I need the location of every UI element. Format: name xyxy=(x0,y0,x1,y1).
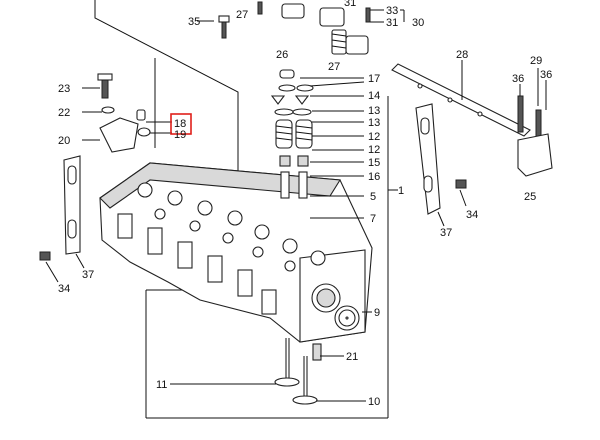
label-l35[interactable]: 35 xyxy=(188,16,200,28)
label-l12a[interactable]: 12 xyxy=(368,131,380,143)
valve-train-parts xyxy=(270,69,349,405)
label-l25[interactable]: 25 xyxy=(524,191,536,203)
label-l15[interactable]: 15 xyxy=(368,157,380,169)
ports xyxy=(117,213,277,315)
label-l31b[interactable]: 31 xyxy=(386,17,398,29)
label-l9[interactable]: 9 xyxy=(374,307,380,319)
label-l11[interactable]: 11 xyxy=(156,379,167,391)
label-l13b[interactable]: 13 xyxy=(368,117,380,129)
label-l36a[interactable]: 36 xyxy=(512,73,524,85)
label-l27b[interactable]: 27 xyxy=(328,61,340,73)
label-l19[interactable]: 19 xyxy=(174,129,186,141)
callout-labels: 35 27 26 27 31 33 31 30 28 29 36 36 25 3… xyxy=(58,0,552,408)
label-l36b[interactable]: 36 xyxy=(540,69,552,81)
label-l12b[interactable]: 12 xyxy=(368,144,380,156)
label-l13a[interactable]: 13 xyxy=(368,105,380,117)
label-l27a[interactable]: 27 xyxy=(236,9,248,21)
label-l29[interactable]: 29 xyxy=(530,55,542,67)
label-l14[interactable]: 14 xyxy=(368,90,380,102)
label-l17[interactable]: 17 xyxy=(368,73,380,85)
label-l30[interactable]: 30 xyxy=(412,17,424,29)
valve-seats xyxy=(137,182,326,272)
label-l26[interactable]: 26 xyxy=(276,49,288,61)
label-l33[interactable]: 33 xyxy=(386,5,398,17)
label-l1[interactable]: 1 xyxy=(398,185,404,197)
valve-springs xyxy=(275,119,313,149)
label-l37b[interactable]: 37 xyxy=(82,269,94,281)
label-l37a[interactable]: 37 xyxy=(440,227,452,239)
label-l7[interactable]: 7 xyxy=(370,213,376,225)
label-l28[interactable]: 28 xyxy=(456,49,468,61)
rocker-top-assembly xyxy=(218,1,371,55)
label-l21[interactable]: 21 xyxy=(346,351,358,363)
label-l20[interactable]: 20 xyxy=(58,135,70,147)
left-small-parts xyxy=(97,73,151,153)
label-l10[interactable]: 10 xyxy=(368,396,380,408)
label-l23[interactable]: 23 xyxy=(58,83,70,95)
label-l34b[interactable]: 34 xyxy=(58,283,70,295)
highlight-box xyxy=(170,113,192,135)
label-l16[interactable]: 16 xyxy=(368,171,380,183)
rocker-shaft xyxy=(391,63,553,177)
label-l34a[interactable]: 34 xyxy=(466,209,478,221)
leader-lines xyxy=(45,9,547,402)
side-bracket-left xyxy=(39,155,81,261)
label-l22[interactable]: 22 xyxy=(58,107,70,119)
side-bracket-right xyxy=(415,103,467,215)
label-l5[interactable]: 5 xyxy=(370,191,376,203)
cylinder-head xyxy=(99,162,373,343)
label-l18[interactable]: 18 xyxy=(174,118,186,130)
label-l31a[interactable]: 31 xyxy=(344,0,356,9)
